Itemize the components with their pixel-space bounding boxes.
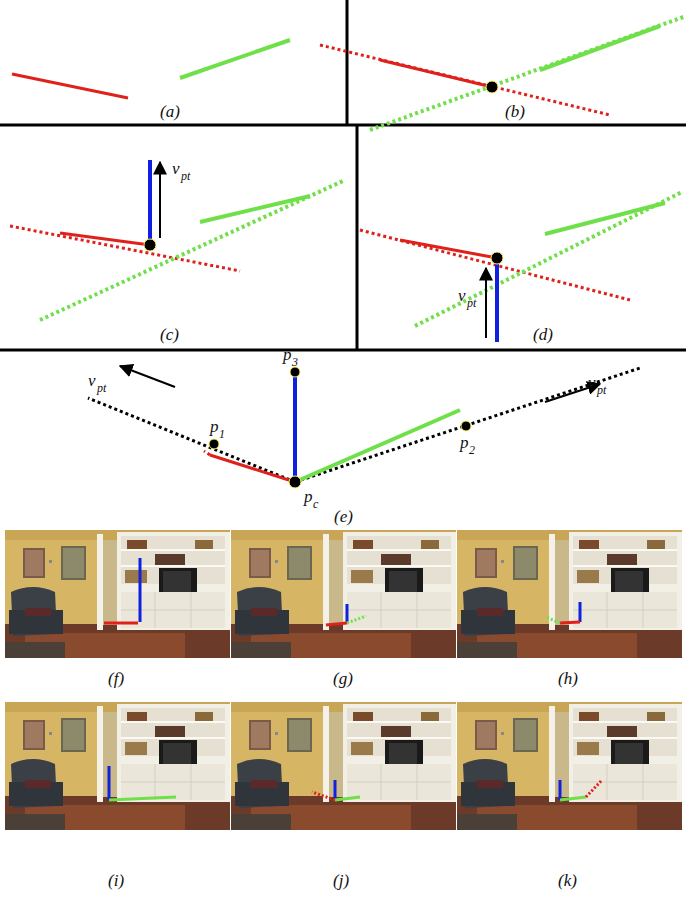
vector-subscript: pt [467,297,476,309]
vector-subscript: pt [97,382,106,394]
panel-label: (h) [558,670,578,687]
point-subscript: 2 [469,444,475,456]
panel-label: (b) [505,103,525,120]
panel-label: (f) [108,670,124,687]
panel-label: (j) [333,872,349,889]
point-subscript: c [313,498,318,510]
point-label: p [304,488,313,505]
point-subscript: 1 [219,428,225,440]
point-subscript: 3 [292,356,298,368]
vector-label: v [588,374,596,391]
vector-subscript: pt [181,170,190,182]
point-label: p [460,434,469,451]
vector-subscript: pt [597,384,606,396]
panel-label: (i) [108,872,124,889]
vector-label: v [172,160,180,177]
panel-label: (e) [334,508,353,525]
vector-label: v [458,287,466,304]
panel-label: (a) [160,103,180,120]
panel-label: (k) [558,872,577,889]
panel-label: (c) [160,326,179,343]
point-label: p [210,418,219,435]
vector-label: v [88,372,96,389]
panel-label: (g) [333,670,353,687]
panel-label: (d) [533,326,553,343]
point-label: p [283,346,292,363]
